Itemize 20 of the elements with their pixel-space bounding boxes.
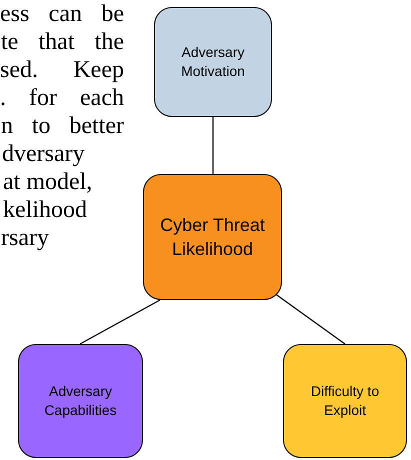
- paragraph-text: ess can be: [0, 0, 124, 28]
- node-label: Adversary Motivation: [180, 43, 246, 81]
- paragraph-text: . for each: [0, 84, 124, 112]
- paragraph-text: rsary: [1, 224, 49, 252]
- paragraph-text: sed. Keep: [0, 56, 124, 84]
- connector-line: [212, 117, 214, 174]
- rounded-box: [143, 174, 282, 300]
- paragraph-text: dversary: [2, 140, 85, 168]
- rounded-box: [154, 7, 272, 117]
- node-label: Difficulty to Exploit: [310, 382, 380, 420]
- connector-line: [80, 299, 160, 345]
- paragraph-text: at model,: [3, 168, 92, 196]
- rounded-box: [18, 344, 143, 458]
- paragraph-text: kelihood: [3, 196, 87, 224]
- rounded-box: [283, 344, 407, 458]
- node-label: Adversary Capabilities: [43, 382, 118, 420]
- connector-line: [274, 292, 346, 344]
- paragraph-text: te that the: [1, 28, 124, 56]
- paragraph-text: n to better: [1, 112, 124, 140]
- node-label: Cyber Threat Likelihood: [159, 214, 266, 261]
